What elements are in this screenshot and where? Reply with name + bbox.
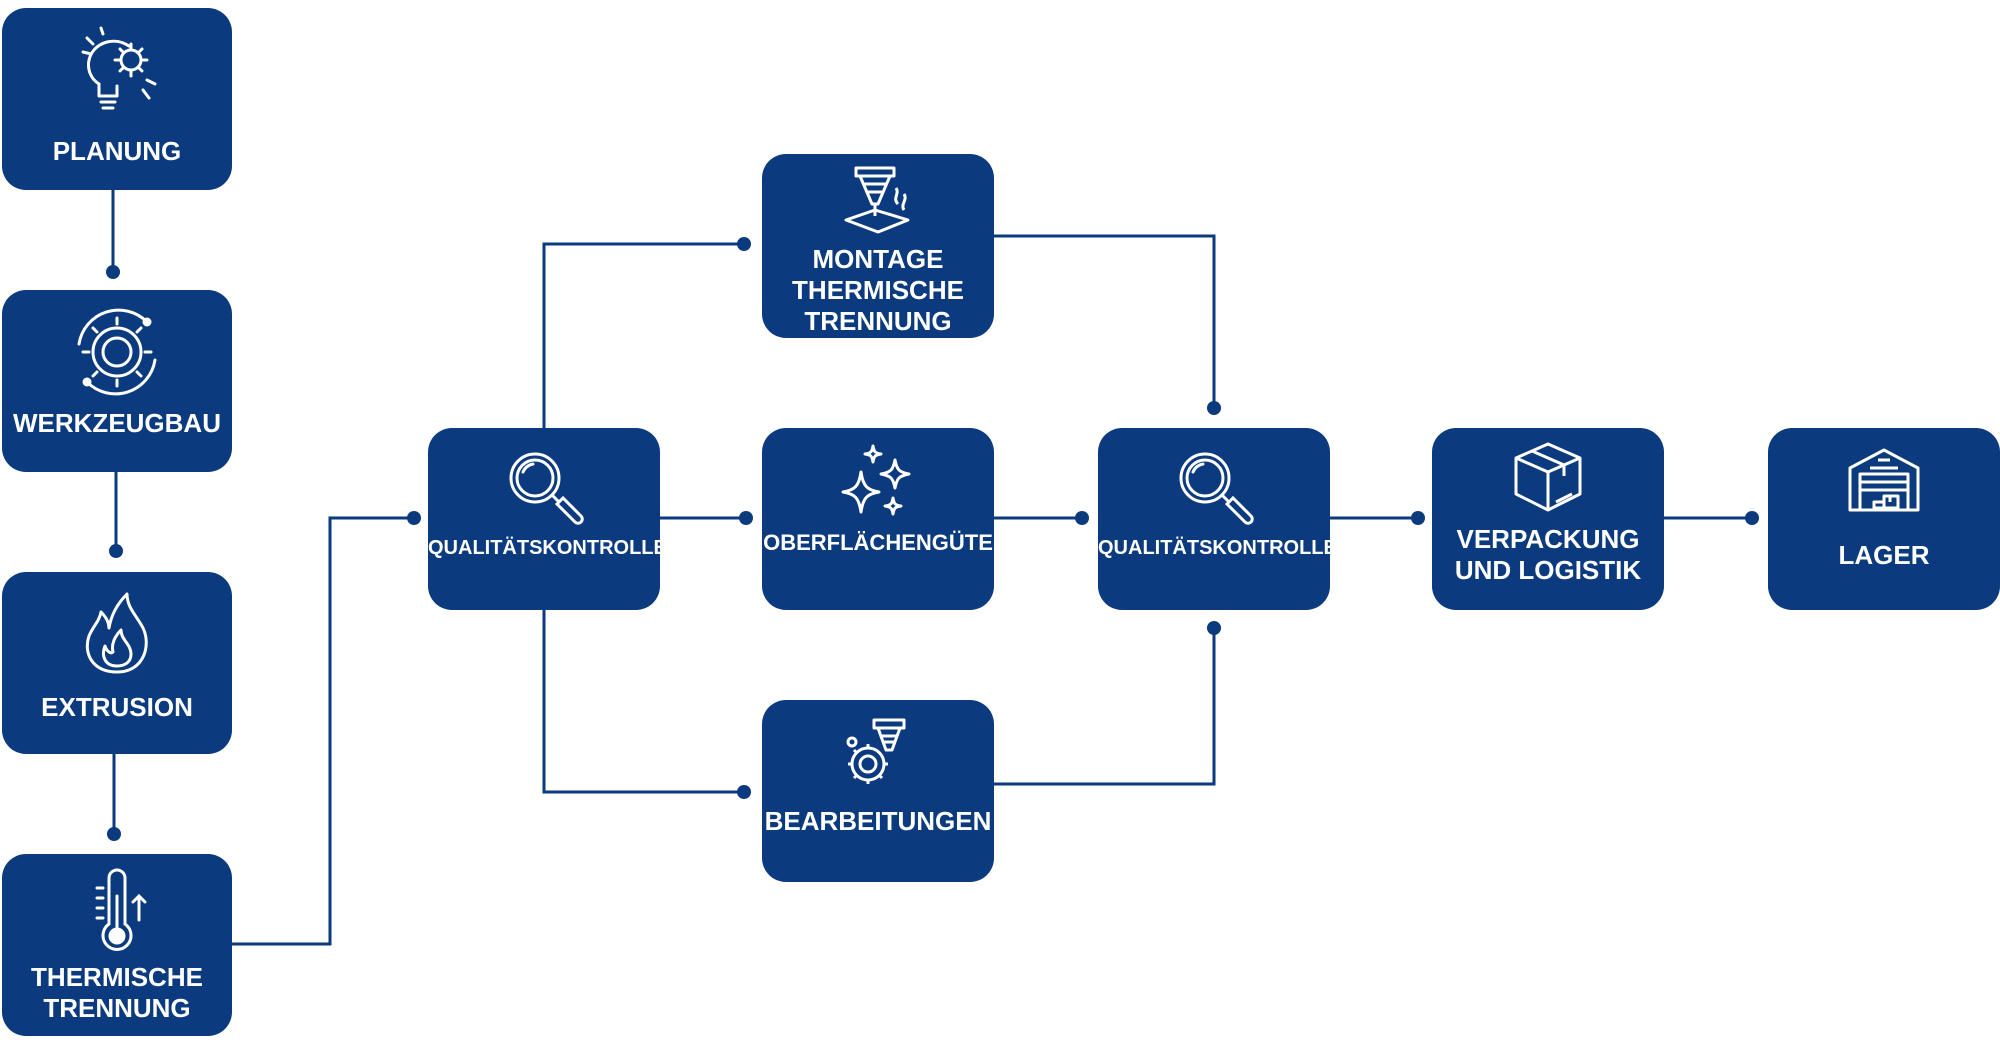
node-label: QUALITÄTSKONTROLLE [1098, 537, 1337, 559]
lightbulb-gear-icon [2, 24, 232, 120]
node-extrusion[interactable]: EXTRUSION [2, 572, 232, 754]
drill-gear-icon [762, 716, 994, 788]
magnifier-icon [1098, 442, 1330, 532]
node-label: VERPACKUNG UND LOGISTIK [1454, 524, 1642, 586]
node-label: QUALITÄTSKONTROLLE [428, 537, 667, 559]
connector-dot [737, 785, 751, 799]
connector-dot [107, 827, 121, 841]
connector-dot [106, 265, 120, 279]
connector-dot [1207, 401, 1221, 415]
node-label: THERMISCHE TRENNUNG [31, 962, 203, 1024]
node-label: BEARBEITUNGEN [764, 806, 992, 836]
connector-dot [1411, 511, 1425, 525]
node-verpackung[interactable]: VERPACKUNG UND LOGISTIK [1432, 428, 1664, 610]
node-label: EXTRUSION [41, 692, 193, 722]
connector-dot [739, 511, 753, 525]
node-oberflaeche[interactable]: OBERFLÄCHENGÜTE [762, 428, 994, 610]
laser-cutter-icon [762, 164, 994, 236]
gear-cycle-icon [2, 304, 232, 400]
node-lager[interactable]: LAGER [1768, 428, 2000, 610]
magnifier-icon [428, 442, 660, 532]
connector-dot [407, 511, 421, 525]
box-icon [1432, 440, 1664, 516]
edge-thermisch-qk1 [232, 516, 414, 946]
connector-dot [737, 237, 751, 251]
node-label: MONTAGE THERMISCHE TRENNUNG [792, 244, 964, 337]
node-label: PLANUNG [52, 136, 182, 166]
connector-dot [1207, 621, 1221, 635]
node-label: WERKZEUGBAU [13, 408, 221, 438]
connector-dot [1075, 511, 1089, 525]
connector-dot [109, 544, 123, 558]
node-qk1[interactable]: QUALITÄTSKONTROLLE [428, 428, 667, 610]
node-werkzeugbau[interactable]: WERKZEUGBAU [2, 290, 232, 472]
edge-montage-qk2 [992, 234, 1216, 408]
node-label: LAGER [1838, 540, 1930, 570]
node-label: OBERFLÄCHENGÜTE [763, 530, 993, 555]
node-thermisch[interactable]: THERMISCHE TRENNUNG [2, 854, 232, 1036]
edge-qk1-bearbeitungen [542, 610, 744, 794]
node-qk2[interactable]: QUALITÄTSKONTROLLE [1098, 428, 1337, 610]
thermometer-icon [2, 868, 232, 958]
edge-bearbeitungen-qk2 [992, 628, 1216, 786]
node-montage[interactable]: MONTAGE THERMISCHE TRENNUNG [762, 154, 994, 338]
warehouse-icon [1768, 444, 2000, 516]
connector-dot [1745, 511, 1759, 525]
node-bearbeitungen[interactable]: BEARBEITUNGEN [762, 700, 994, 882]
node-planung[interactable]: PLANUNG [2, 8, 232, 190]
flame-icon [2, 588, 232, 678]
edge-qk1-montage [542, 242, 744, 428]
sparkles-icon [762, 442, 994, 522]
